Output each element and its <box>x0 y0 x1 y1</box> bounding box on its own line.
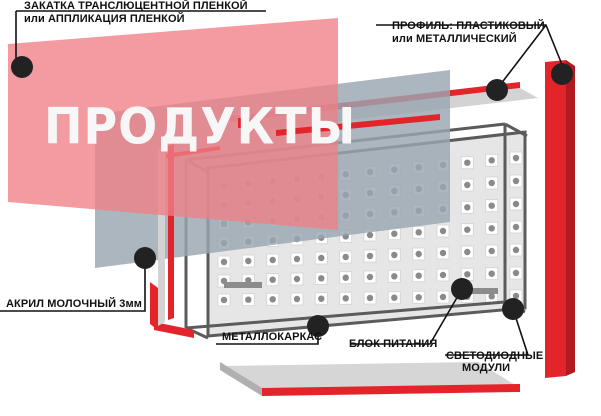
led-dot <box>512 223 520 231</box>
marker-acrylic <box>134 247 156 269</box>
led-dot <box>245 277 252 284</box>
led-dot <box>293 295 301 303</box>
callout-markers <box>11 56 573 337</box>
led-dot <box>488 247 495 255</box>
led-dot <box>269 256 276 264</box>
marker-led <box>502 298 524 320</box>
led-dot <box>464 248 471 256</box>
led-dot <box>488 293 495 300</box>
led-dot <box>439 271 447 279</box>
led-dot <box>415 229 422 236</box>
led-dot <box>415 294 422 301</box>
led-dot <box>366 294 374 302</box>
led-dot <box>293 275 301 283</box>
translucent-film <box>8 18 338 230</box>
marker-profile-side <box>551 63 573 85</box>
led-dot <box>464 159 471 166</box>
led-dot <box>269 296 276 303</box>
led-dot <box>245 257 252 265</box>
led-dot <box>512 269 520 277</box>
led-dot <box>318 254 325 262</box>
label-frame: МЕТАЛЛОКАРКАС <box>222 331 323 343</box>
led-dot <box>464 226 471 233</box>
label-profile-line1: ПРОФИЛЬ: ПЛАСТИКОВЫЙ <box>392 20 545 32</box>
led-dot <box>488 202 495 209</box>
led-dot <box>318 275 325 282</box>
led-dot <box>439 249 447 257</box>
led-dot <box>342 295 349 302</box>
led-dot <box>342 274 349 281</box>
label-led-line2: МОДУЛИ <box>462 362 511 374</box>
led-dot <box>318 295 325 302</box>
label-acrylic: АКРИЛ МОЛОЧНЫЙ 3мм <box>6 298 142 310</box>
led-dot <box>488 270 495 277</box>
led-dot <box>269 276 276 283</box>
led-dot <box>512 246 520 254</box>
led-dot <box>391 251 398 259</box>
marker-power <box>451 278 473 300</box>
led-dot <box>464 271 471 278</box>
label-profile-line2: или МЕТАЛЛИЧЕСКИЙ <box>392 33 517 45</box>
film-profile-strips <box>238 114 440 136</box>
led-dot <box>512 177 520 185</box>
led-dot <box>220 296 228 304</box>
led-dot <box>366 273 374 281</box>
power-supply-right <box>460 288 498 294</box>
led-dot <box>464 204 471 211</box>
label-film-line2: или АППЛИКАЦИЯ ПЛЕНКОЙ <box>24 13 185 25</box>
led-dot <box>512 200 520 208</box>
marker-film <box>11 56 33 78</box>
led-dot <box>415 272 422 279</box>
led-dot <box>464 181 471 189</box>
product-title: ПРОДУКТЫ <box>44 99 356 156</box>
led-dot <box>391 273 398 280</box>
right-profile-bar <box>545 60 575 378</box>
led-dot <box>439 227 447 235</box>
marker-frame <box>307 315 329 337</box>
led-dot <box>439 293 447 301</box>
led-dot <box>366 252 374 260</box>
leader-lines <box>0 10 566 356</box>
label-film-line1: ЗАКАТКА ТРАНСЛЮЦЕНТНОЙ ПЛЕНКОЙ <box>24 0 248 12</box>
led-dot <box>512 154 520 162</box>
label-led-line1: СВЕТОДИОДНЫЕ <box>446 350 544 362</box>
led-dot <box>293 255 301 263</box>
led-dot <box>415 250 422 258</box>
label-power: БЛОК ПИТАНИЯ <box>349 338 438 350</box>
led-dot <box>391 294 398 301</box>
led-dot <box>488 157 495 164</box>
marker-profile-top <box>486 79 508 101</box>
led-dot <box>220 258 228 266</box>
led-dot <box>488 179 495 187</box>
power-supply-left <box>224 282 262 288</box>
led-dot <box>342 253 349 261</box>
led-dot <box>366 231 374 239</box>
led-dot <box>391 230 398 237</box>
bottom-profile-plate <box>220 362 520 396</box>
led-dot <box>488 225 495 232</box>
led-dot <box>512 292 520 300</box>
led-dot <box>245 296 252 303</box>
